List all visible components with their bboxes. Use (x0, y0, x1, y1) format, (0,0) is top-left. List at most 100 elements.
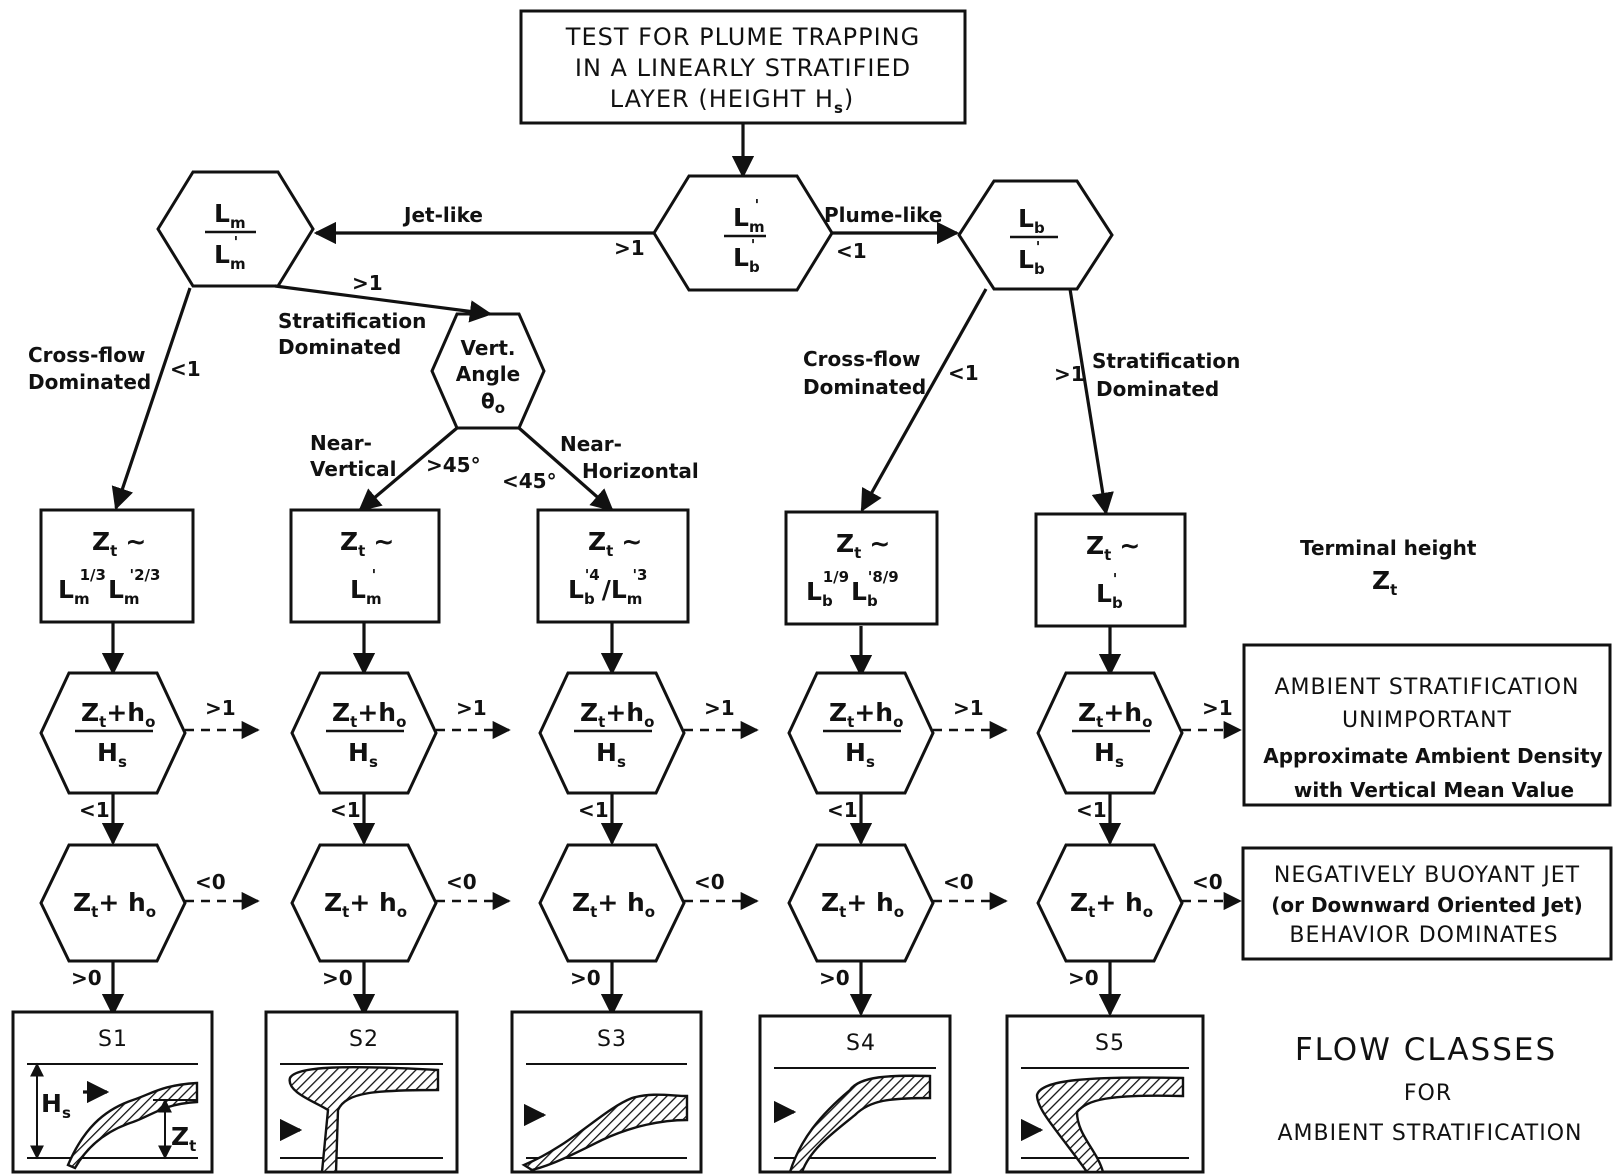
flow-class-4: S4 (758, 1014, 952, 1174)
label-crossflow-left-2: Dominated (28, 370, 151, 394)
ambient-box: AMBIENT STRATIFICATION UNIMPORTANT Appro… (1242, 643, 1612, 807)
negative-buoyant-box: NEGATIVELY BUOYANT JET (or Downward Orie… (1241, 846, 1613, 961)
right-den: Lb' (1018, 238, 1045, 278)
label-crossflow-left-1: Cross-flow (28, 343, 145, 367)
label-ratio-gt1-2: >1 (456, 696, 487, 720)
hex-sum-2: Zt+ ho (290, 843, 438, 963)
scaling-3-expr: Lb'4/Lm'3 (568, 566, 647, 608)
flow-class-label-4: S4 (846, 1031, 876, 1056)
scaling-5-expr: Lb' (1096, 570, 1123, 612)
hex-sum-expr-3: Zt+ ho (572, 888, 655, 921)
hex-sum-expr-5: Zt+ ho (1070, 888, 1153, 921)
left-den: Lm' (214, 233, 246, 273)
label-jet-like: Jet-like (402, 203, 483, 227)
hex-ratio-den-5: Hs (1094, 738, 1124, 771)
edge-near-vertical (358, 426, 459, 512)
label-right-gt1: >1 (1054, 362, 1085, 386)
edge-right-crossflow (860, 288, 988, 512)
label-plume-like: Plume-like (824, 203, 943, 227)
label-sum-gt0-2: >0 (322, 966, 353, 990)
label-ratio-gt1-4: >1 (953, 696, 984, 720)
label-crossflow-right-1: Cross-flow (803, 347, 920, 371)
hex-ratio-num-5: Zt+ho (1078, 698, 1152, 731)
title-line-3: LAYER (HEIGHT Hs) (610, 85, 855, 117)
hex-ratio-den-3: Hs (596, 738, 626, 771)
right-num: Lb (1018, 204, 1045, 237)
main-den: Lb' (733, 236, 760, 276)
hex-ratio-num-3: Zt+ho (580, 698, 654, 731)
label-near-horizontal-2: Horizontal (582, 459, 699, 483)
terminal-height-symbol: Zt (1372, 566, 1397, 599)
scaling-3-top: Zt~ (588, 527, 642, 560)
title-line-1: TEST FOR PLUME TRAPPING (565, 23, 920, 51)
flow-class-label-3: S3 (597, 1027, 627, 1052)
edge-near-horizontal (517, 426, 614, 512)
label-left-gt1: >1 (352, 271, 383, 295)
scaling-1-top: Zt~ (92, 527, 146, 560)
label-ratio-lt1-2: <1 (330, 798, 361, 822)
terminal-height-label: Terminal height (1300, 536, 1477, 560)
hex-sum-expr-4: Zt+ ho (821, 888, 904, 921)
ambient-line-1: AMBIENT STRATIFICATION (1274, 675, 1579, 700)
label-near-horizontal-1: Near- (560, 432, 622, 456)
label-strat-dom-left-2: Dominated (278, 335, 401, 359)
hex-vert-angle: Vert. Angle θo (430, 312, 546, 430)
label-ratio-lt1-1: <1 (79, 798, 110, 822)
label-main-gt1: >1 (614, 236, 645, 260)
label-crossflow-right-2: Dominated (803, 375, 926, 399)
label-sum-gt0-4: >0 (819, 966, 850, 990)
hex-right-ratio: Lb Lb' (957, 179, 1114, 291)
hex-ratio-num-4: Zt+ho (829, 698, 903, 731)
label-ratio-gt1-3: >1 (704, 696, 735, 720)
hex-sum-3: Zt+ ho (538, 843, 686, 963)
scaling-4-top: Zt~ (836, 529, 890, 562)
label-ratio-gt1-1: >1 (205, 696, 236, 720)
negative-line-3: BEHAVIOR DOMINATES (1289, 923, 1558, 948)
scaling-box-5: Zt~ Lb' (1034, 512, 1187, 628)
scaling-box-2: Zt~ Lm' (289, 508, 441, 624)
hex-sum-4: Zt+ ho (787, 843, 935, 963)
negative-line-1: NEGATIVELY BUOYANT JET (1274, 863, 1580, 888)
negative-line-2: (or Downward Oriented Jet) (1271, 893, 1583, 917)
hex-sum-5: Zt+ ho (1036, 843, 1184, 963)
label-sum-gt0-5: >0 (1068, 966, 1099, 990)
label-sum-gt0-1: >0 (71, 966, 102, 990)
label-lt45: <45° (502, 469, 557, 493)
flow-class-2: S2 (264, 1010, 459, 1174)
edge-right-strat (1068, 288, 1114, 516)
hex-main-ratio: Lm' Lb' (652, 174, 834, 292)
ambient-line-2: UNIMPORTANT (1342, 708, 1512, 733)
scaling-box-1: Zt~ Lm1/3Lm'2/3 (39, 508, 195, 624)
legend-line-2: FOR (1404, 1081, 1452, 1106)
title-line-2: IN A LINEARLY STRATIFIED (575, 54, 911, 82)
label-strat-dom-left-1: Stratification (278, 309, 426, 333)
label-strat-dom-right-2: Dominated (1096, 377, 1219, 401)
scaling-box-4: Zt~ Lb1/9Lb'8/9 (784, 510, 939, 626)
label-right-lt1: <1 (948, 361, 979, 385)
hex-ratio-den-1: Hs (97, 738, 127, 771)
scaling-1-expr: Lm1/3Lm'2/3 (58, 566, 160, 608)
hex-ratio-num-2: Zt+ho (332, 698, 406, 731)
flow-class-3: S3 (510, 1010, 703, 1174)
scaling-4-expr: Lb1/9Lb'8/9 (806, 568, 899, 610)
vert-angle-line-2: Angle (456, 362, 520, 386)
label-ratio-lt1-5: <1 (1076, 798, 1107, 822)
hex-left-ratio: Lm Lm' (156, 170, 315, 288)
flow-class-label-2: S2 (349, 1027, 379, 1052)
label-ratio-lt1-3: <1 (578, 798, 609, 822)
ambient-line-3: Approximate Ambient Density (1263, 744, 1602, 768)
label-left-lt1: <1 (170, 357, 201, 381)
edge-left-strat (274, 284, 493, 323)
title-box: TEST FOR PLUME TRAPPING IN A LINEARLY ST… (519, 9, 967, 125)
